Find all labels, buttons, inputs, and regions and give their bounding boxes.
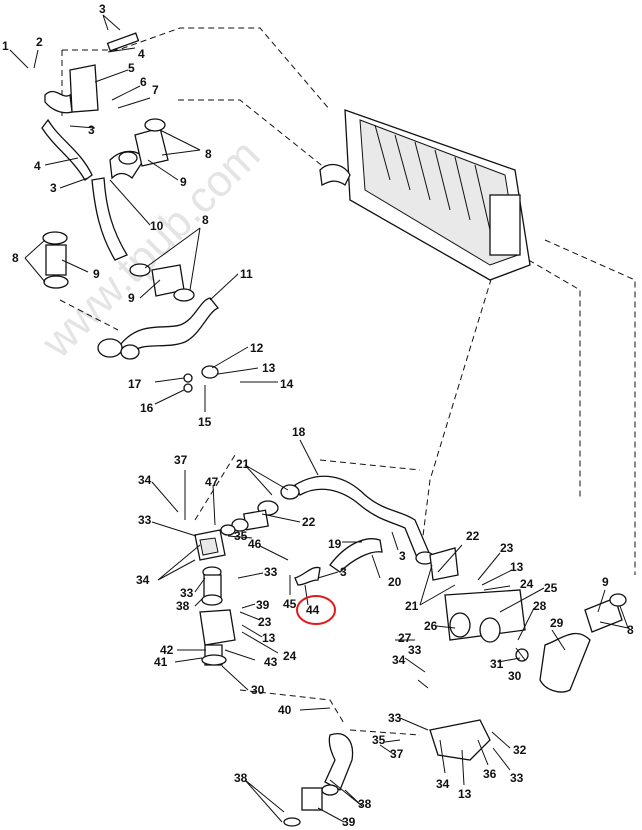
callout-34: 34	[392, 653, 406, 667]
callout-19: 19	[328, 537, 342, 551]
tube-11	[97, 297, 220, 393]
callout-10: 10	[150, 219, 164, 233]
callout-3: 3	[399, 549, 406, 563]
callout-23: 23	[500, 541, 514, 555]
callout-28: 28	[533, 599, 547, 613]
callout-33: 33	[388, 711, 402, 725]
callout-35: 35	[372, 733, 386, 747]
callout-4: 4	[34, 159, 41, 173]
callout-29: 29	[550, 616, 564, 630]
callout-11: 11	[240, 267, 253, 281]
callout-36: 36	[483, 767, 497, 781]
callout-18: 18	[292, 425, 306, 439]
callout-39: 39	[256, 598, 270, 612]
callout-22: 22	[302, 515, 316, 529]
callout-25: 25	[544, 581, 558, 595]
callout-20: 20	[388, 575, 402, 589]
assembly-dashed-lines	[59, 27, 636, 736]
callout-9: 9	[602, 575, 609, 589]
right-elbow	[539, 593, 627, 693]
callout-30: 30	[251, 683, 265, 697]
callout-8: 8	[205, 147, 212, 161]
callout-33: 33	[138, 513, 152, 527]
callout-9: 9	[128, 291, 135, 305]
callout-4: 4	[138, 47, 145, 61]
callout-33: 33	[408, 643, 422, 657]
callout-9: 9	[180, 175, 187, 189]
hose-20	[294, 538, 383, 586]
callout-34: 34	[138, 473, 152, 487]
callout-21: 21	[236, 457, 250, 471]
callout-21: 21	[405, 599, 419, 613]
callout-26: 26	[424, 619, 438, 633]
callout-42: 42	[160, 643, 174, 657]
callout-2: 2	[36, 35, 43, 49]
callout-13: 13	[458, 787, 472, 801]
callout-35: 35	[234, 529, 248, 543]
callout-14: 14	[280, 377, 294, 391]
callout-16: 16	[140, 401, 154, 415]
callout-5: 5	[128, 61, 135, 75]
callout-47: 47	[205, 475, 219, 489]
callout-31: 31	[490, 657, 504, 671]
callout-15: 15	[198, 415, 212, 429]
callout-23: 23	[258, 615, 272, 629]
callout-22: 22	[466, 529, 480, 543]
callout-44: 44	[306, 603, 320, 617]
callout-45: 45	[283, 597, 297, 611]
callout-13: 13	[262, 631, 276, 645]
callout-24: 24	[283, 649, 297, 663]
callout-38: 38	[176, 599, 190, 613]
callout-41: 41	[154, 655, 168, 669]
callout-34: 34	[436, 777, 450, 791]
callout-40: 40	[278, 703, 292, 717]
callout-6: 6	[140, 75, 147, 89]
callout-7: 7	[152, 83, 159, 97]
callout-1: 1	[2, 39, 9, 53]
upper-hose-assembly	[41, 32, 195, 302]
callout-13: 13	[510, 560, 524, 574]
outlet-elbows	[283, 719, 491, 827]
callout-32: 32	[513, 743, 527, 757]
callout-3: 3	[99, 2, 106, 16]
callout-33: 33	[510, 771, 524, 785]
water-manifold	[429, 547, 529, 662]
callout-37: 37	[390, 747, 404, 761]
callout-30: 30	[508, 669, 522, 683]
callout-27: 27	[398, 631, 412, 645]
callout-12: 12	[250, 341, 264, 355]
callout-3: 3	[88, 123, 95, 137]
callout-13: 13	[262, 361, 276, 375]
callout-46: 46	[248, 537, 262, 551]
callout-17: 17	[128, 377, 142, 391]
callout-38: 38	[234, 771, 248, 785]
callout-33: 33	[264, 565, 278, 579]
callout-3: 3	[340, 565, 347, 579]
callout-8: 8	[202, 213, 209, 227]
callout-43: 43	[264, 655, 278, 669]
callout-8: 8	[627, 623, 634, 637]
callout-3: 3	[50, 181, 57, 195]
thermostat-housing	[194, 529, 236, 666]
callout-8: 8	[12, 251, 19, 265]
callout-9: 9	[93, 267, 100, 281]
bypass-hose-left	[42, 231, 69, 289]
callout-37: 37	[174, 453, 188, 467]
radiator	[319, 109, 531, 281]
leader-lines	[9, 14, 629, 823]
callout-39: 39	[342, 815, 356, 829]
callout-38: 38	[358, 797, 372, 811]
highlight-circle	[296, 595, 336, 625]
callout-33: 33	[180, 586, 194, 600]
callout-34: 34	[136, 573, 150, 587]
callout-24: 24	[520, 577, 534, 591]
